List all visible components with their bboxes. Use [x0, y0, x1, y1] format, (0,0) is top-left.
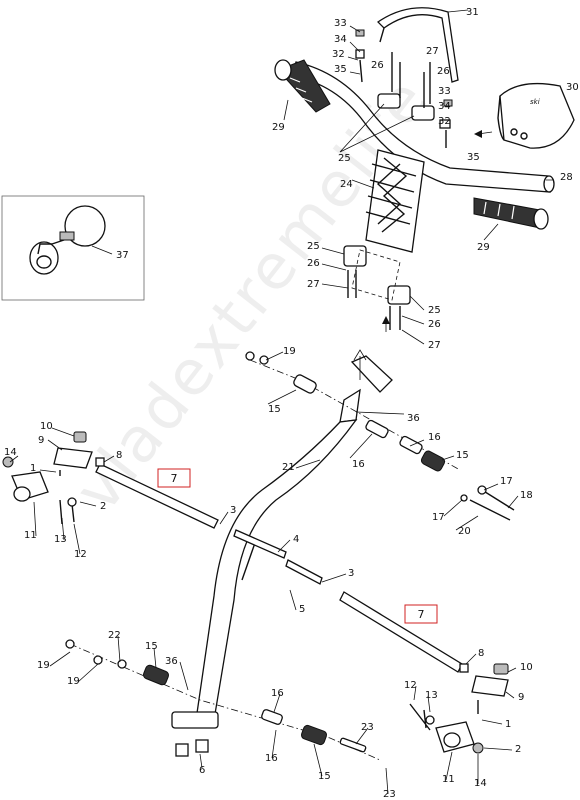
callout-c16a: 16	[428, 432, 441, 443]
callout-c10a: 10	[40, 421, 53, 432]
reference-label-b7a: 7	[171, 472, 178, 485]
callout-c13b: 13	[425, 690, 438, 701]
steering-column	[171, 349, 393, 757]
callout-c17a: 17	[500, 476, 513, 487]
callout-c15a: 15	[268, 404, 281, 415]
callout-c15b: 15	[456, 450, 469, 461]
callout-c10b: 10	[520, 662, 533, 673]
callout-c13a: 13	[54, 534, 67, 545]
callout-c33b: 33	[438, 86, 451, 97]
callout-c8b: 8	[478, 648, 484, 659]
callout-c25a: 25	[338, 153, 351, 164]
callout-c11a: 11	[24, 530, 37, 541]
callout-c26a: 26	[371, 60, 384, 71]
callout-c25b: 25	[307, 241, 320, 252]
callout-c2b: 2	[515, 744, 521, 755]
callout-c29b: 29	[477, 242, 490, 253]
callout-c19c: 19	[67, 676, 80, 687]
callout-c3b: 3	[348, 568, 354, 579]
leader-lines	[9, 25, 554, 795]
handlebar-assembly: ski	[274, 7, 575, 332]
callout-c36b: 36	[165, 656, 178, 667]
callout-c35a: 35	[334, 64, 347, 75]
callout-c4: 4	[293, 534, 299, 545]
callout-c15d: 15	[318, 771, 331, 782]
callout-c21: 21	[282, 462, 295, 473]
callout-c9a: 9	[38, 435, 44, 446]
right-spindle	[409, 663, 509, 754]
callout-c16b: 16	[352, 459, 365, 470]
callout-c26b: 26	[437, 66, 450, 77]
callout-c25c: 25	[428, 305, 441, 316]
callout-c12a: 12	[74, 549, 87, 560]
callout-c3a: 3	[230, 505, 236, 516]
callout-c28: 28	[560, 172, 573, 183]
callout-c34b: 34	[438, 101, 451, 112]
callout-c16c: 16	[271, 688, 284, 699]
callout-c2a: 2	[100, 501, 106, 512]
callout-c16d: 16	[265, 753, 278, 764]
callout-c29a: 29	[272, 122, 285, 133]
callout-c18: 18	[520, 490, 533, 501]
callout-c5: 5	[299, 604, 305, 615]
callout-c22: 22	[108, 630, 121, 641]
callout-c9b: 9	[518, 692, 524, 703]
callout-c19a: 19	[283, 346, 296, 357]
callout-c14b: 14	[474, 778, 487, 789]
reference-box-b7b	[404, 604, 438, 624]
callout-c27c: 27	[428, 340, 441, 351]
callout-c30: 30	[566, 82, 579, 93]
callout-c32a: 32	[332, 49, 345, 60]
callout-c23a: 23	[361, 722, 374, 733]
tie-rods	[65, 351, 515, 761]
callout-c31: 31	[466, 7, 479, 18]
callout-c8a: 8	[116, 450, 122, 461]
callout-c1b: 1	[505, 719, 511, 730]
callout-c17b: 17	[432, 512, 445, 523]
callout-c36a: 36	[407, 413, 420, 424]
left-spindle	[2, 431, 105, 525]
callout-c37: 37	[116, 250, 129, 261]
reference-box-b7a	[157, 468, 191, 488]
callout-c6: 6	[199, 765, 205, 776]
callout-c35b: 35	[467, 152, 480, 163]
callout-c19b: 19	[37, 660, 50, 671]
callout-c32b: 32	[438, 116, 451, 127]
callout-c27b: 27	[307, 279, 320, 290]
callout-c11b: 11	[442, 774, 455, 785]
callout-c15c: 15	[145, 641, 158, 652]
reference-boxes: 77	[157, 468, 438, 624]
callout-c33a: 33	[334, 18, 347, 29]
callout-c12b: 12	[404, 680, 417, 691]
callout-c14a: 14	[4, 447, 17, 458]
callout-c1a: 1	[30, 463, 36, 474]
callout-c20: 20	[458, 526, 471, 537]
reference-label-b7b: 7	[418, 608, 425, 621]
callout-c26c: 26	[307, 258, 320, 269]
callout-c24: 24	[340, 179, 353, 190]
inset-panel	[1, 195, 145, 301]
callout-c26d: 26	[428, 319, 441, 330]
svg-text:ski: ski	[530, 98, 540, 106]
callout-c23b: 23	[383, 789, 396, 800]
callout-c27a: 27	[426, 46, 439, 57]
callout-c34a: 34	[334, 34, 347, 45]
